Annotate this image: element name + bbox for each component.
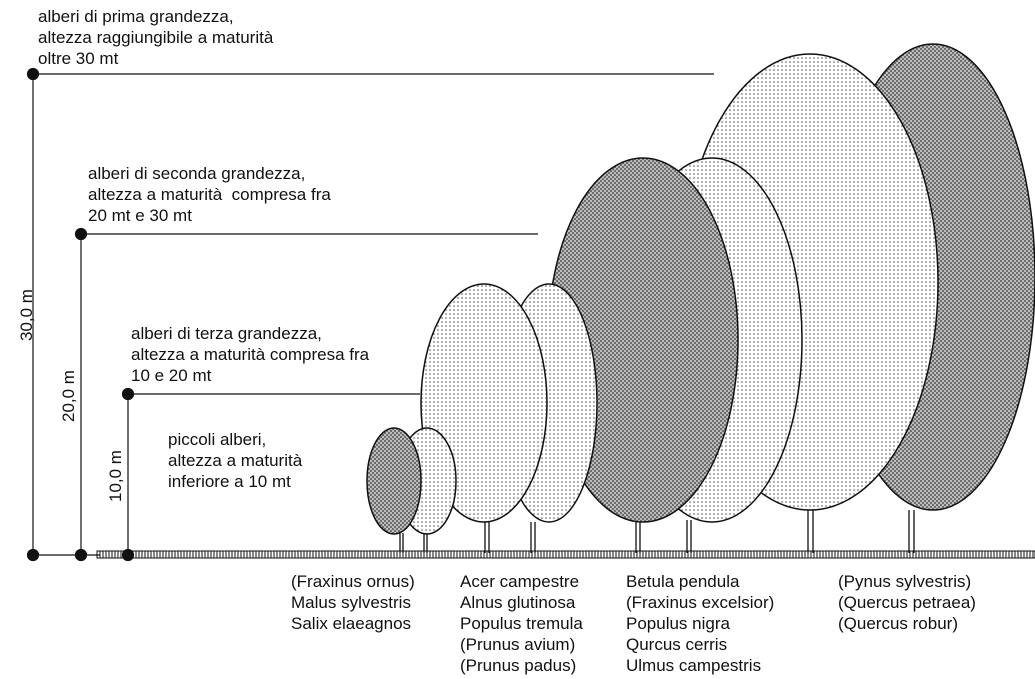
tree-crowns xyxy=(367,44,1035,534)
scale-30-top-dot xyxy=(28,69,39,80)
species-item: Acer campestre xyxy=(460,571,583,592)
height-label-30: 30,0 m xyxy=(17,280,37,350)
scale-20-bottom-dot xyxy=(76,550,87,561)
category-terza-line-1: alberi di terza grandezza, xyxy=(131,323,369,344)
category-prima-line-3: oltre 30 mt xyxy=(38,48,273,69)
species-item: Ulmus campestris xyxy=(626,655,774,676)
scale-20-top-dot xyxy=(76,229,87,240)
category-prima-line-2: altezza raggiungibile a maturità xyxy=(38,27,273,48)
species-item: (Prunus padus) xyxy=(460,655,583,676)
category-seconda-line-1: alberi di seconda grandezza, xyxy=(88,163,331,184)
height-label-20: 20,0 m xyxy=(59,361,79,431)
scale-30-bottom-dot xyxy=(28,550,39,561)
category-piccoli-line-3: inferiore a 10 mt xyxy=(168,471,302,492)
category-terza-line-2: altezza a maturità compresa fra xyxy=(131,344,369,365)
category-prima: alberi di prima grandezza, altezza raggi… xyxy=(38,6,273,69)
species-item: Qurcus cerris xyxy=(626,634,774,655)
height-label-10: 10,0 m xyxy=(106,441,126,511)
species-item: (Fraxinus ornus) xyxy=(291,571,415,592)
species-list-seconda: Betula pendula (Fraxinus excelsior) Popu… xyxy=(626,571,774,676)
category-piccoli-line-1: piccoli alberi, xyxy=(168,429,302,450)
category-terza: alberi di terza grandezza, altezza a mat… xyxy=(131,323,369,386)
category-seconda: alberi di seconda grandezza, altezza a m… xyxy=(88,163,331,226)
category-seconda-line-3: 20 mt e 30 mt xyxy=(88,205,331,226)
species-item: Malus sylvestris xyxy=(291,592,415,613)
category-prima-line-1: alberi di prima grandezza, xyxy=(38,6,273,27)
species-item: Populus nigra xyxy=(626,613,774,634)
scale-10-top-dot xyxy=(123,389,134,400)
species-item: Populus tremula xyxy=(460,613,583,634)
scale-10-bottom-dot xyxy=(123,550,134,561)
species-item: (Fraxinus excelsior) xyxy=(626,592,774,613)
species-item: (Pynus sylvestris) xyxy=(838,571,976,592)
species-list-terza: Acer campestre Alnus glutinosa Populus t… xyxy=(460,571,583,676)
ground-line xyxy=(97,551,1035,558)
species-item: Salix elaeagnos xyxy=(291,613,415,634)
species-item: (Prunus avium) xyxy=(460,634,583,655)
species-item: (Quercus petraea) xyxy=(838,592,976,613)
species-list-prima: (Pynus sylvestris) (Quercus petraea) (Qu… xyxy=(838,571,976,634)
category-piccoli: piccoli alberi, altezza a maturità infer… xyxy=(168,429,302,492)
species-item: Alnus glutinosa xyxy=(460,592,583,613)
species-list-piccoli: (Fraxinus ornus) Malus sylvestris Salix … xyxy=(291,571,415,634)
category-piccoli-line-2: altezza a maturità xyxy=(168,450,302,471)
species-item: Betula pendula xyxy=(626,571,774,592)
tree-crown-piccoli-front xyxy=(367,428,421,534)
species-item: (Quercus robur) xyxy=(838,613,976,634)
category-terza-line-3: 10 e 20 mt xyxy=(131,365,369,386)
category-seconda-line-2: altezza a maturità compresa fra xyxy=(88,184,331,205)
